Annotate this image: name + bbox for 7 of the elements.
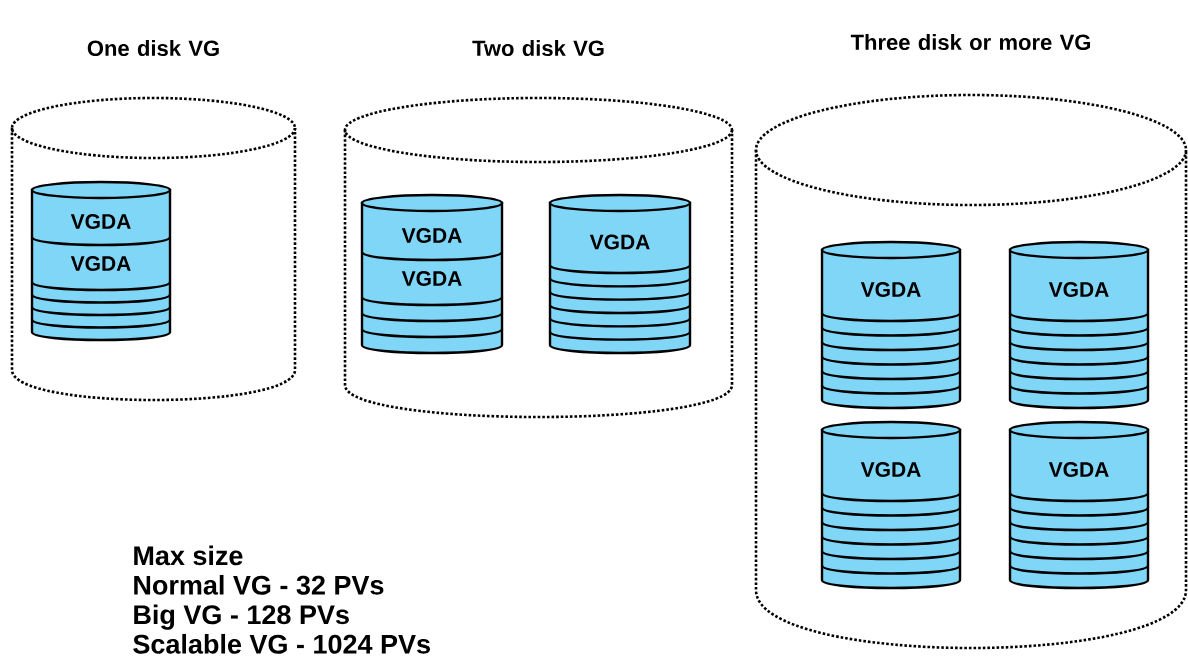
note-text: Max size [134,545,243,566]
note-text: Normal VG - 32 PVs [134,574,384,595]
group-heading: One disk VG [87,39,219,57]
group-heading: Three disk or more VG [850,33,1091,51]
group-heading: Two disk VG [472,39,604,57]
note-text: Big VG - 128 PVs [134,604,349,630]
note-text: Scalable VG - 1024 PVs [133,633,430,654]
